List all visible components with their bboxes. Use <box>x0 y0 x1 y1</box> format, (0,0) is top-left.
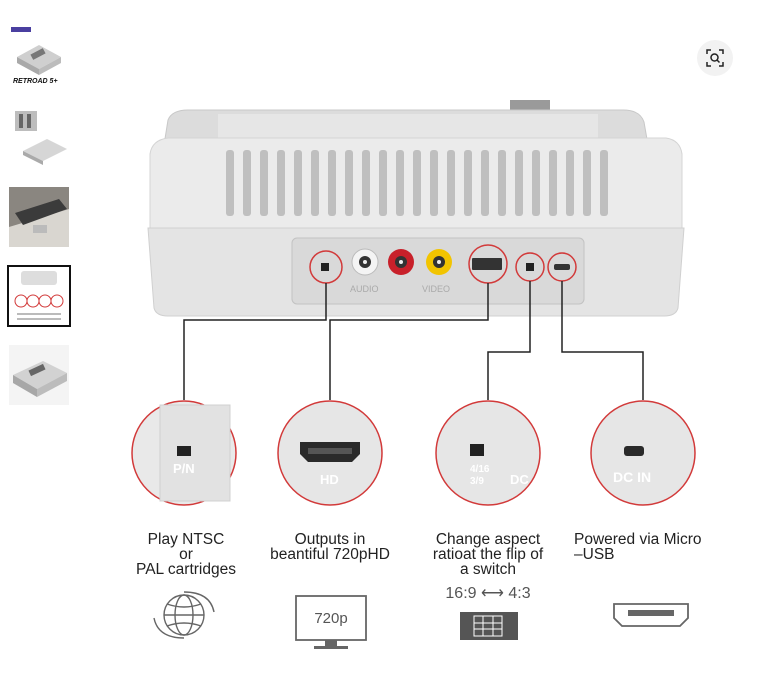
svg-text:720p: 720p <box>314 610 347 627</box>
product-image: AUDIO VIDEO P/N <box>88 70 748 691</box>
svg-text:AUDIO: AUDIO <box>350 284 379 294</box>
console-image: RETROAD 5+ <box>9 27 69 87</box>
console-rear-view: AUDIO VIDEO <box>147 100 685 317</box>
svg-text:DC IN: DC IN <box>613 469 651 485</box>
svg-text:P/N: P/N <box>173 461 195 476</box>
thumbnail-3[interactable] <box>9 187 69 247</box>
infographic: AUDIO VIDEO P/N <box>131 100 696 649</box>
usb-port-icon <box>613 603 689 627</box>
console-image <box>9 107 69 167</box>
infographic-image <box>9 267 69 325</box>
caption-pn: Play NTSC or PAL cartridges <box>136 531 236 578</box>
thumbnail-list: RETROAD 5+ <box>0 0 80 691</box>
thumbnail-1[interactable]: RETROAD 5+ <box>9 27 69 87</box>
callout-pn: P/N <box>131 400 237 506</box>
aspect-ratio-icon: 16:9 ⟷ 4:3 <box>445 585 531 640</box>
svg-text:16:9 ⟷ 4:3: 16:9 ⟷ 4:3 <box>445 585 530 602</box>
svg-text:DC: DC <box>510 472 529 487</box>
globe-icon <box>153 591 215 639</box>
caption-dc-in: Powered via Micro –USB <box>574 531 702 563</box>
callout-hd: HD <box>277 400 383 506</box>
thumbnail-5[interactable] <box>9 345 69 405</box>
svg-text:RETROAD 5+: RETROAD 5+ <box>13 78 58 85</box>
svg-text:3/9: 3/9 <box>470 476 484 487</box>
svg-text:VIDEO: VIDEO <box>422 284 450 294</box>
zoom-icon <box>706 49 724 67</box>
callout-lines <box>183 281 644 400</box>
caption-aspect: Change aspect ratioat the flip of a swit… <box>432 531 544 578</box>
monitor-icon: 720p <box>295 595 367 649</box>
svg-text:HD: HD <box>320 472 339 487</box>
caption-hd: Outputs in beantiful 720pHD <box>270 531 390 563</box>
thumbnail-4[interactable] <box>7 265 71 327</box>
svg-text:4/16: 4/16 <box>470 464 490 475</box>
console-image <box>9 187 69 247</box>
thumbnail-2[interactable] <box>9 107 69 167</box>
callout-aspect: 4/16 3/9 DC <box>435 400 541 506</box>
zoom-button[interactable] <box>697 40 733 76</box>
console-image <box>9 345 69 405</box>
callout-dc-in: DC IN <box>590 400 696 506</box>
